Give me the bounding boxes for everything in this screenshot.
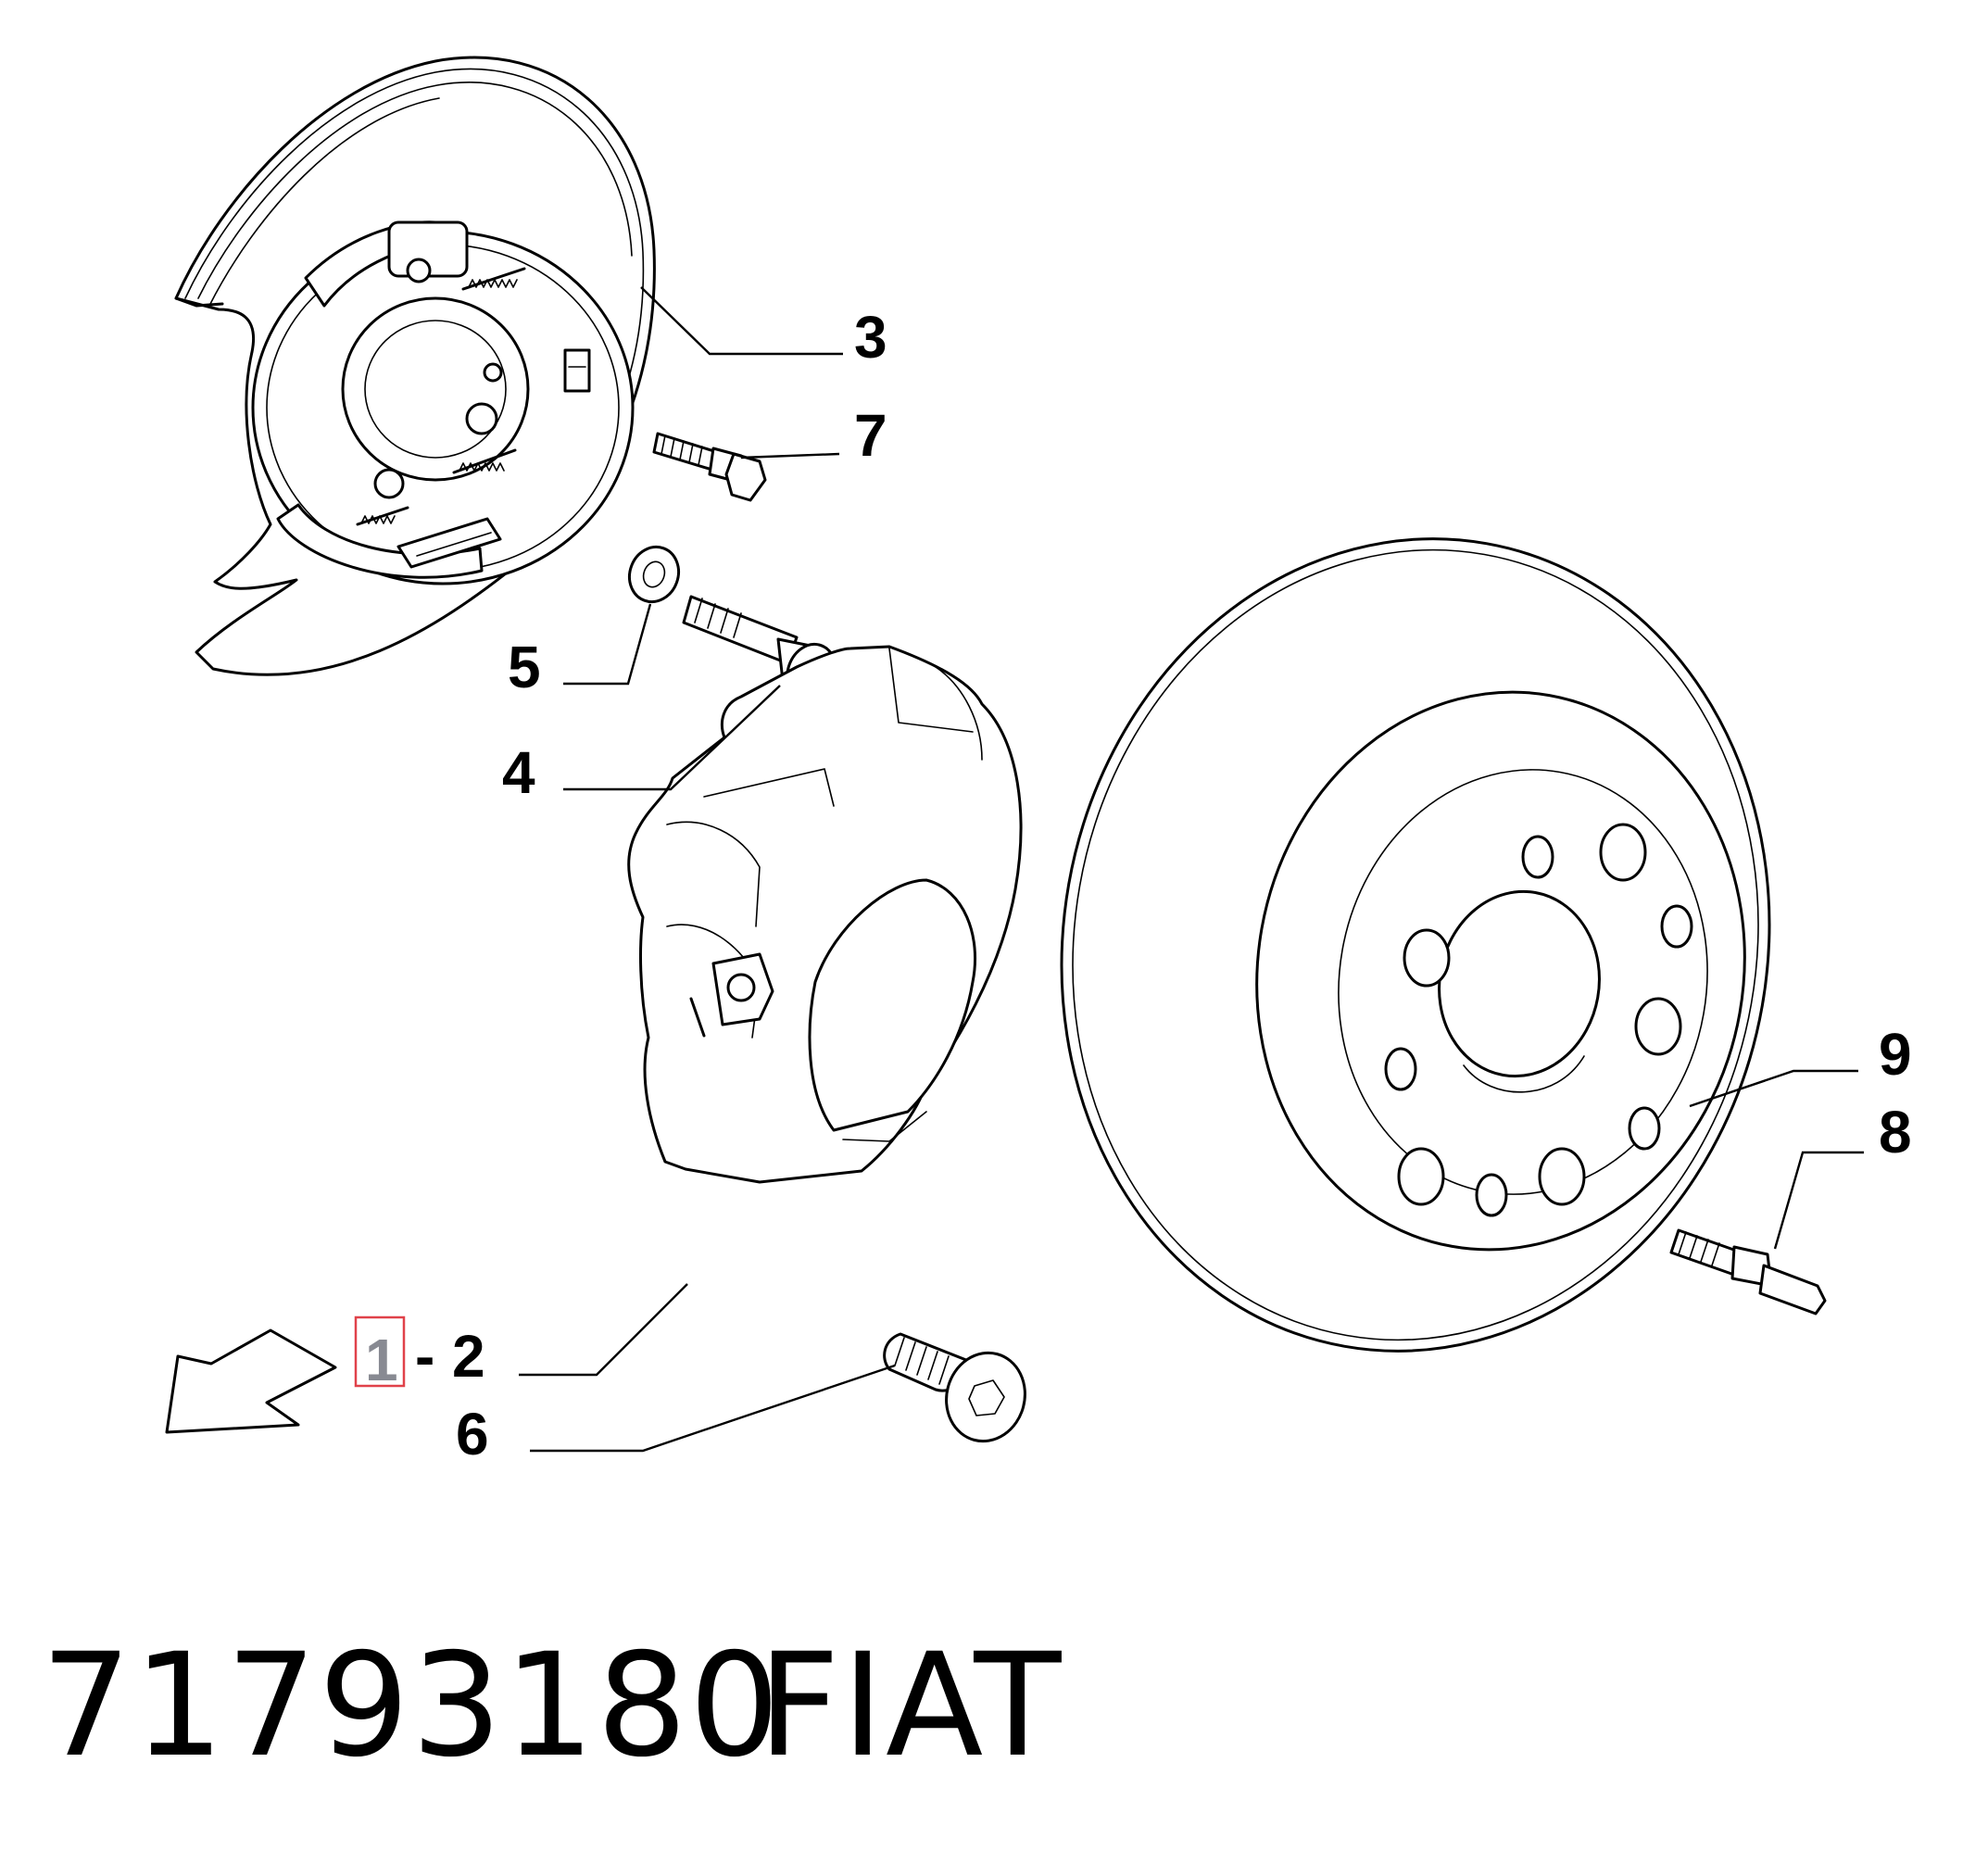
brake-caliper-1-2: [627, 645, 1023, 1184]
washer-5: [628, 545, 680, 604]
caliper-bolt-6: [883, 1332, 1026, 1443]
callout-9: 9: [1879, 1021, 1912, 1088]
backing-plate-assembly: [174, 56, 656, 676]
direction-arrow-icon: [165, 1328, 337, 1434]
callout-separator: -: [415, 1323, 434, 1390]
wheel-stud-8: [1669, 1228, 1827, 1315]
range-callout-1-2[interactable]: 1 - 2: [354, 1315, 485, 1393]
hex-bolt-7: [652, 432, 767, 502]
brand-name: FIAT: [758, 1623, 1063, 1789]
callout-1[interactable]: 1: [365, 1327, 398, 1393]
callout-8: 8: [1879, 1099, 1912, 1165]
exploded-parts-diagram: 3 7 5 4 9 8 6 1 - 2: [165, 56, 1912, 1467]
highlight-box: [354, 1315, 406, 1388]
callout-7: 7: [854, 402, 887, 469]
callout-4: 4: [502, 739, 535, 806]
leader-lines: [519, 286, 1864, 1453]
callout-2: 2: [452, 1323, 485, 1390]
footer-band: [0, 1566, 1988, 1863]
callout-6: 6: [456, 1401, 489, 1467]
brake-disc-9: [1060, 537, 1771, 1353]
part-number: 71793180: [41, 1623, 782, 1789]
callout-3: 3: [854, 304, 887, 371]
callout-5: 5: [508, 634, 541, 700]
